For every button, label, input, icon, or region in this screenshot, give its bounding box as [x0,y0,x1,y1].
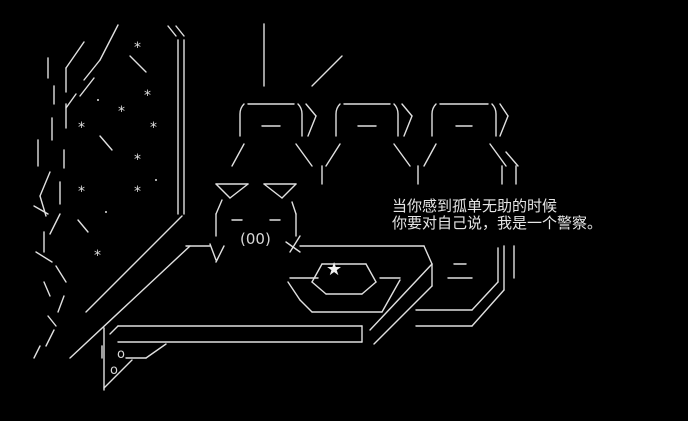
bench [101,325,363,391]
snowflake-icon: * [94,248,101,264]
snowflake-icon: * [78,184,85,200]
cat-nose: (00) [240,230,271,248]
snowflake-icon: * [134,152,141,168]
snowflake-icon: * [118,104,125,120]
bench-ring-lower: o [110,363,118,378]
snowflake-icon: * [134,40,141,56]
slope-lines [69,215,191,359]
tree-trunk [167,25,185,215]
snowflake-icon: * [134,184,141,200]
star-icon: ★ [326,259,343,280]
left-tree-lines [33,24,147,359]
cat-face [209,183,301,263]
snowflake-icon: * [150,120,157,136]
platform [185,245,433,345]
snowflakes: * * * * * * * * * [78,40,157,264]
head-supports [321,165,517,185]
snowflake-icon: * [78,120,85,136]
right-structure [415,245,515,327]
snowflake-icon: * [144,88,151,104]
head-right [423,103,519,167]
lamp-pole [263,23,343,87]
small-dots [97,99,157,213]
bench-ring-upper: o [117,347,125,362]
head-middle [325,103,413,167]
star-dish [311,263,377,295]
caption-line-2: 你要对自己说，我是一个警察。 [392,214,603,232]
head-left [231,103,317,167]
caption-line-1: 当你感到孤单无助的时候 [392,197,558,215]
